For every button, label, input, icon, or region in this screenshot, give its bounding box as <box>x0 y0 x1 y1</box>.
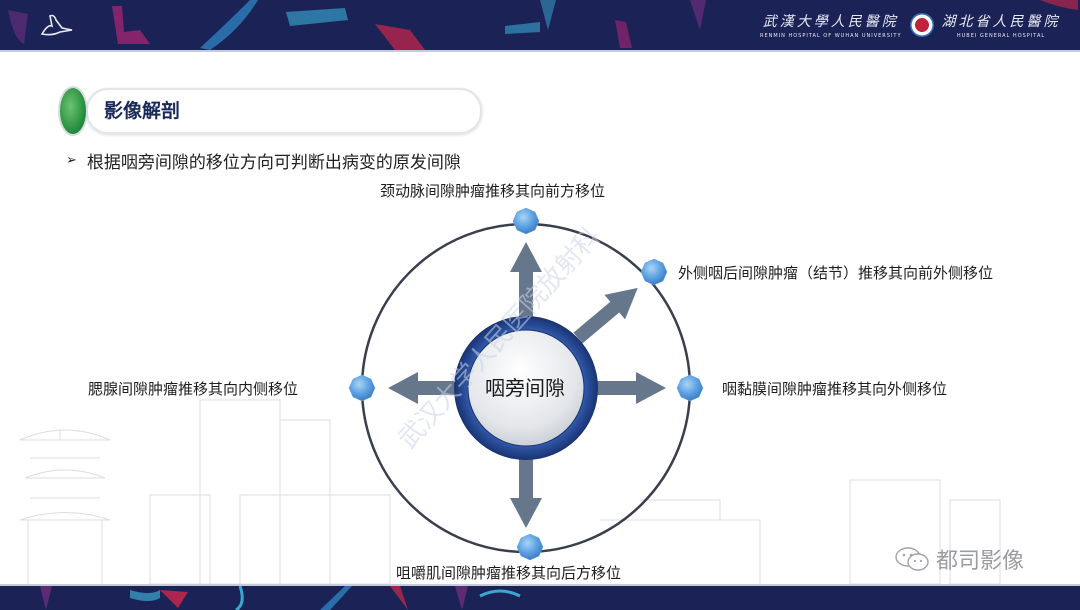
hospital-name-right-en: HUBEI GENERAL HOSPITAL <box>956 33 1046 39</box>
footer-bar <box>0 584 1080 610</box>
crane-logo-icon <box>40 14 73 36</box>
section-pill <box>86 88 482 134</box>
label-top: 颈动脉间隙肿瘤推移其向前方移位 <box>380 182 606 200</box>
footer-watermark: 都司影像 <box>894 543 1024 575</box>
bullet-point: ➢ 根据咽旁间隙的移位方向可判断出病变的原发间隙 <box>66 148 461 173</box>
node-bottom <box>516 533 544 561</box>
decorative-bone-graphics-bottom <box>40 586 521 610</box>
footer-watermark-text: 都司影像 <box>936 549 1025 574</box>
decorative-bone-graphics <box>8 0 1078 50</box>
node-left <box>348 374 376 402</box>
hospital-name-left: 武漢大學人民醫院 <box>762 14 899 30</box>
section-title: 影像解剖 <box>104 100 181 122</box>
label-upper-right: 外侧咽后间隙肿瘤（结节）推移其向前外侧移位 <box>678 264 994 282</box>
hospital-logo: 武漢大學人民醫院 RENMIN HOSPITAL OF WUHAN UNIVER… <box>760 8 1061 42</box>
bullet-arrow-icon: ➢ <box>66 153 77 168</box>
wechat-icon <box>895 547 929 571</box>
section-accent-oval <box>58 86 88 136</box>
header-bar: 武漢大學人民醫院 RENMIN HOSPITAL OF WUHAN UNIVER… <box>0 0 1080 52</box>
label-left: 腮腺间隙肿瘤推移其向内侧移位 <box>88 380 299 398</box>
node-upper-right <box>640 258 668 286</box>
center-label: 咽旁间隙 <box>485 376 565 400</box>
bullet-text: 根据咽旁间隙的移位方向可判断出病变的原发间隙 <box>86 153 461 173</box>
center-disc <box>467 329 585 447</box>
hospital-name-left-en: RENMIN HOSPITAL OF WUHAN UNIVERSITY <box>760 33 902 39</box>
hospital-name-right: 湖北省人民醫院 <box>941 14 1061 30</box>
node-right <box>676 374 704 402</box>
section-header: 影像解剖 <box>58 86 482 136</box>
label-right: 咽黏膜间隙肿瘤推移其向外侧移位 <box>722 380 948 398</box>
node-top <box>512 207 540 235</box>
label-bottom: 咀嚼肌间隙肿瘤推移其向后方移位 <box>396 564 622 582</box>
hospital-seal-icon <box>909 13 934 37</box>
